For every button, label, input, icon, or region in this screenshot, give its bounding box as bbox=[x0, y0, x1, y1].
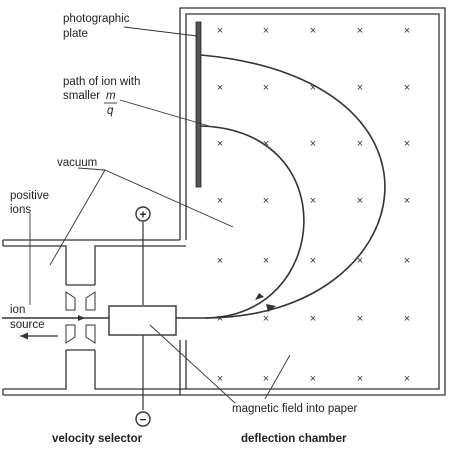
selector-top-inner-wall bbox=[94, 245, 186, 285]
minus-sign: − bbox=[140, 415, 147, 427]
ion-beam bbox=[2, 315, 205, 340]
field-mark-2-0: × bbox=[217, 138, 223, 150]
field-mark-5-1: × bbox=[263, 313, 269, 325]
ion-path-outer-arrow bbox=[266, 304, 276, 312]
deflection-chamber-walls bbox=[179, 7, 446, 396]
plus-sign: + bbox=[140, 210, 147, 222]
field-mark-2-3: × bbox=[357, 138, 363, 150]
field-leader-chamber bbox=[264, 354, 291, 400]
leader-lines bbox=[29, 26, 291, 404]
field-mark-4-4: × bbox=[404, 255, 410, 267]
field-mark-1-1: × bbox=[263, 82, 269, 94]
field-mark-0-2: × bbox=[310, 25, 316, 37]
field-mark-2-1: × bbox=[263, 138, 269, 150]
electric-field-terminals: + − bbox=[135, 206, 151, 427]
velocity-selector-label: velocity selector bbox=[52, 433, 143, 445]
field-mark-5-2: × bbox=[310, 313, 316, 325]
field-mark-4-0: × bbox=[217, 255, 223, 267]
field-mark-4-1: × bbox=[263, 255, 269, 267]
ion-source-label-1: ion bbox=[10, 304, 25, 316]
selector-bottom-left-wall bbox=[3, 350, 67, 390]
field-mark-5-3: × bbox=[357, 313, 363, 325]
positive-ions-label-1: positive bbox=[10, 190, 49, 202]
photographic-plate bbox=[195, 21, 202, 188]
field-mark-2-2: × bbox=[310, 138, 316, 150]
field-mark-0-1: × bbox=[263, 25, 269, 37]
velocity-selector-box bbox=[108, 305, 177, 336]
field-mark-5-4: × bbox=[404, 313, 410, 325]
text-labels: photographic plate path of ion with smal… bbox=[10, 13, 357, 445]
field-mark-3-1: × bbox=[263, 195, 269, 207]
plate-leader bbox=[123, 26, 198, 37]
chamber-outer-wall bbox=[179, 7, 446, 396]
magnetic-field-label: magnetic field into paper bbox=[232, 403, 357, 415]
entrance-slits bbox=[65, 291, 96, 344]
positive-ions-label-2: ions bbox=[10, 204, 31, 216]
field-mark-3-2: × bbox=[310, 195, 316, 207]
negative-terminal bbox=[135, 411, 151, 427]
field-mark-0-0: × bbox=[217, 25, 223, 37]
ion-path-smaller-m-over-q bbox=[200, 125, 305, 319]
field-mark-4-3: × bbox=[357, 255, 363, 267]
photographic-plate-label-1: photographic bbox=[63, 13, 130, 25]
vacuum-leader-a bbox=[77, 167, 106, 171]
field-mark-6-0: × bbox=[217, 373, 223, 385]
ion-beam-arrow bbox=[78, 315, 85, 321]
field-mark-0-4: × bbox=[404, 25, 410, 37]
slit-upper-left bbox=[65, 291, 76, 311]
field-mark-5-0: × bbox=[217, 313, 223, 325]
field-mark-6-1: × bbox=[263, 373, 269, 385]
photographic-plate-label-2: plate bbox=[63, 28, 88, 40]
positive-terminal bbox=[135, 206, 151, 222]
field-mark-1-2: × bbox=[310, 82, 316, 94]
field-mark-1-3: × bbox=[357, 82, 363, 94]
magnetic-field-marks: × × × × × × × × × × × × × × × × × × × × × × × × × × × × × × × × × × × bbox=[217, 25, 410, 385]
deflection-chamber-label: deflection chamber bbox=[241, 433, 347, 445]
field-mark-0-3: × bbox=[357, 25, 363, 37]
field-mark-2-4: × bbox=[404, 138, 410, 150]
slit-lower-left bbox=[65, 324, 76, 344]
selector-bottom-inner-wall bbox=[94, 350, 186, 390]
ion-trajectories bbox=[200, 54, 386, 319]
field-mark-1-0: × bbox=[217, 82, 223, 94]
field-mark-4-2: × bbox=[310, 255, 316, 267]
vacuum-label: vacuum bbox=[57, 157, 97, 169]
slit-lower-right bbox=[85, 324, 96, 344]
path-leader bbox=[119, 99, 210, 127]
chamber-inner-wall bbox=[185, 13, 440, 390]
ion-path-label-2: smaller bbox=[63, 90, 100, 102]
ion-source-label-2: source bbox=[10, 319, 45, 331]
field-mark-6-4: × bbox=[404, 373, 410, 385]
fraction-denominator: q bbox=[107, 105, 114, 117]
vacuum-leader-right bbox=[104, 169, 234, 228]
selector-top-left-wall bbox=[3, 245, 67, 285]
vacuum-leader-left bbox=[49, 169, 106, 266]
ion-path-larger-m-over-q bbox=[200, 54, 386, 319]
field-mark-6-2: × bbox=[310, 373, 316, 385]
field-mark-6-3: × bbox=[357, 373, 363, 385]
field-mark-3-3: × bbox=[357, 195, 363, 207]
field-mark-1-4: × bbox=[404, 82, 410, 94]
ion-path-label-1: path of ion with bbox=[63, 76, 140, 88]
velocity-selector-walls bbox=[2, 239, 186, 396]
fraction-numerator: m bbox=[106, 90, 116, 102]
ion-source-arrowhead bbox=[20, 332, 28, 340]
slit-upper-right bbox=[85, 291, 96, 311]
ion-path-inner-arrow bbox=[255, 293, 264, 300]
field-mark-3-4: × bbox=[404, 195, 410, 207]
field-mark-3-0: × bbox=[217, 195, 223, 207]
field-leader-selector bbox=[149, 324, 236, 404]
